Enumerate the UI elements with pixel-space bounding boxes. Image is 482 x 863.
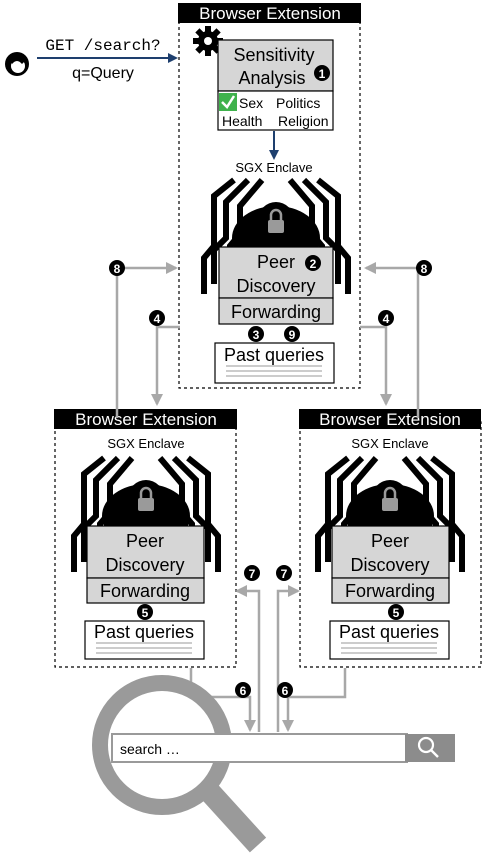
step-badge-1-label: 1 — [319, 67, 326, 81]
step-badge-8-left-label: 8 — [114, 262, 121, 276]
left-enclave-label: SGX Enclave — [107, 436, 184, 451]
top-forwarding-label: Forwarding — [231, 302, 321, 322]
step-badge-6-left-label: 6 — [240, 684, 247, 698]
sensitivity-line-2: Analysis — [238, 68, 305, 88]
check-icon — [219, 93, 237, 111]
right-step-badge-5-label: 5 — [393, 606, 400, 620]
step-badge-4-left — [149, 310, 165, 326]
user-icon — [5, 52, 29, 76]
right-past-queries-lines — [341, 642, 437, 654]
step-badge-4-right — [378, 310, 394, 326]
step-badge-6-right — [277, 682, 293, 698]
right-extension-title: Browser Extension — [319, 410, 461, 429]
right-forwarding-label: Forwarding — [345, 581, 435, 601]
topic-religion: Religion — [278, 113, 329, 129]
check-mark — [221, 95, 236, 109]
right-forwarding-box — [331, 577, 450, 604]
step-badge-7-left-label: 7 — [249, 567, 256, 581]
topic-sex: Sex — [239, 95, 263, 111]
request-line-2: q=Query — [72, 65, 134, 82]
top-peer-line-2: Discovery — [236, 276, 315, 296]
right-peer-line-1: Peer — [371, 531, 409, 551]
search-icon — [417, 736, 439, 758]
step-badge-4-right-label: 4 — [383, 312, 390, 326]
right-step-badge-5 — [388, 604, 404, 620]
step-badge-7-right — [276, 565, 292, 581]
left-peer-line-1: Peer — [126, 531, 164, 551]
top-peer-line-1: Peer — [257, 252, 295, 272]
right-past-queries-label: Past queries — [339, 622, 439, 642]
search-placeholder: search … — [120, 741, 180, 757]
search-engine-magnifier-icon — [92, 675, 267, 853]
gear-icon — [193, 26, 223, 56]
step-badge-7-right-label: 7 — [281, 567, 288, 581]
flow-arrow-4-left — [151, 325, 180, 406]
left-peer-line-2: Discovery — [105, 555, 184, 575]
left-forwarding-label: Forwarding — [100, 581, 190, 601]
topic-politics: Politics — [276, 95, 320, 111]
step-badge-3 — [248, 326, 264, 342]
step-badge-2-label: 2 — [310, 257, 317, 271]
flow-arrow-8-left — [115, 262, 178, 418]
left-extension-title-bar — [54, 409, 237, 429]
flow-arrow-4-right — [360, 325, 392, 406]
step-badge-8-left — [109, 260, 125, 276]
right-peer-line-2: Discovery — [350, 555, 429, 575]
right-enclave-label: SGX Enclave — [351, 436, 428, 451]
top-forwarding-box — [218, 297, 334, 325]
step-badge-3-label: 3 — [253, 328, 260, 342]
topics-box — [217, 90, 334, 131]
step-badge-7-left — [244, 565, 260, 581]
left-extension-title: Browser Extension — [75, 410, 217, 429]
top-extension-title-bar — [178, 3, 361, 23]
step-badge-9-label: 9 — [289, 328, 296, 342]
flow-arrow-7-left — [235, 585, 261, 732]
sensitivity-line-1: Sensitivity — [233, 45, 314, 65]
topic-health: Health — [222, 113, 262, 129]
step-badge-8-right — [416, 260, 432, 276]
request-line-1: GET /search? — [45, 37, 160, 55]
top-past-queries-lines — [226, 365, 322, 377]
top-peer-discovery-box — [218, 246, 334, 299]
step-badge-4-left-label: 4 — [154, 312, 161, 326]
step-badge-6-left — [235, 682, 251, 698]
step-badge-9 — [284, 326, 300, 342]
step-badge-2 — [305, 255, 321, 271]
left-forwarding-box — [86, 577, 205, 604]
right-peer-discovery-box — [331, 525, 450, 579]
flow-arrow-7-right — [276, 585, 300, 732]
flow-arrow-8-right — [364, 262, 420, 418]
top-extension-title: Browser Extension — [199, 4, 341, 23]
top-past-queries-label: Past queries — [224, 345, 324, 365]
left-past-queries-label: Past queries — [94, 622, 194, 642]
search-bar — [111, 733, 408, 763]
flow-arrow-6-right — [282, 668, 347, 732]
step-badge-1 — [314, 65, 330, 81]
top-enclave-label: SGX Enclave — [235, 160, 312, 175]
left-step-badge-5-label: 5 — [142, 606, 149, 620]
step-badge-6-right-label: 6 — [282, 684, 289, 698]
right-extension-title-bar — [299, 409, 481, 429]
left-step-badge-5 — [137, 604, 153, 620]
left-peer-discovery-box — [86, 525, 205, 579]
step-badge-8-right-label: 8 — [421, 262, 428, 276]
left-past-queries-lines — [96, 642, 192, 654]
